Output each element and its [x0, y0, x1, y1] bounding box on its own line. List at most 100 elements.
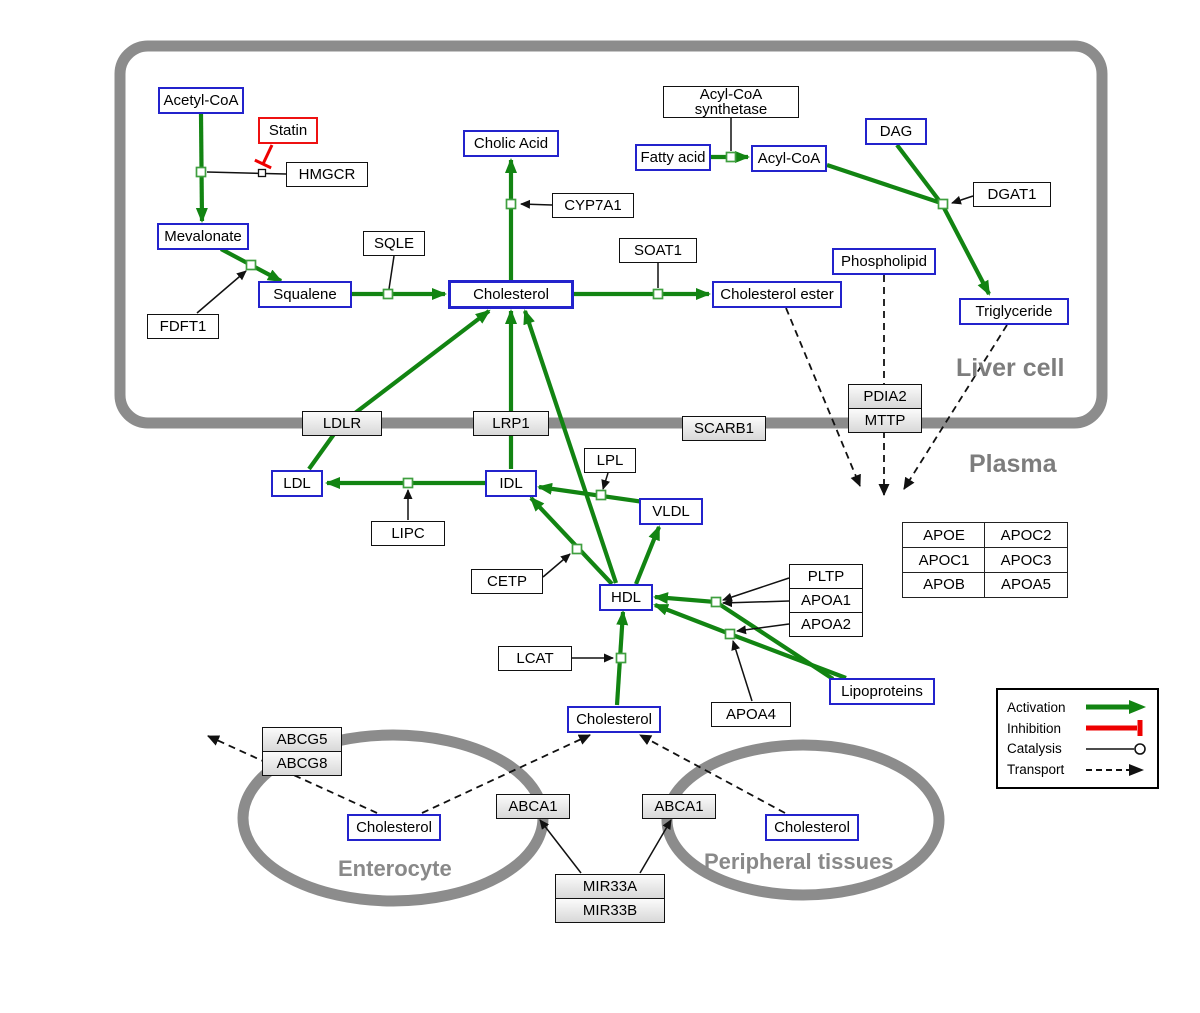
edge-transport-cholesterol-ester-plasma — [785, 307, 861, 487]
node-lrp1[interactable]: LRP1 — [473, 410, 549, 436]
node-cholesterol-liver[interactable]: Cholesterol — [448, 279, 574, 309]
liver-cell-label: Liver cell — [956, 354, 1065, 382]
node-lipoproteins[interactable]: Lipoproteins — [829, 677, 935, 705]
edge-catalysis-sqle-reaction-sqle — [388, 255, 395, 290]
node-cholesterol-ester[interactable]: Cholesterol ester — [712, 280, 842, 308]
node-abcg5[interactable]: ABCG5 — [262, 726, 342, 752]
node-ldl[interactable]: LDL — [271, 469, 323, 497]
legend-item-catalysis: Catalysis — [1007, 739, 1148, 760]
reaction-node — [245, 259, 257, 271]
apo-table-cell-apoe[interactable]: APOE — [902, 522, 986, 549]
edge-transport-cholesterol-enterocyte-cholesterol-plasma — [421, 734, 591, 814]
node-hmgcr[interactable]: HMGCR — [286, 161, 368, 187]
apo-table-cell-apoc3[interactable]: APOC3 — [984, 547, 1068, 574]
edge-activation-acyl-coa-tg-junction — [826, 163, 942, 205]
node-cetp[interactable]: CETP — [471, 568, 543, 594]
edge-catalysis-cetp-reaction-cetp — [542, 553, 571, 578]
edge-transport-cholesterol-enterocyte-lumen — [207, 735, 378, 814]
catalysis-node — [257, 168, 267, 178]
node-hdl[interactable]: HDL — [599, 583, 653, 611]
edge-catalysis-apoa2-reaction-hdl2 — [736, 623, 790, 635]
reaction-node — [615, 652, 627, 664]
edge-catalysis-lpl-reaction-lpl — [601, 472, 610, 490]
node-soat1[interactable]: SOAT1 — [619, 237, 697, 263]
node-apoa2[interactable]: APOA2 — [789, 611, 863, 637]
edge-catalysis-pltp-reaction-hdl1 — [722, 577, 790, 602]
enterocyte-label: Enterocyte — [338, 856, 452, 881]
node-fdft1[interactable]: FDFT1 — [147, 313, 219, 339]
edge-catalysis-hmgcr-reaction-hmgcr — [206, 171, 287, 175]
plasma-label: Plasma — [969, 450, 1057, 478]
edge-catalysis-apoa1-reaction-hdl1 — [722, 598, 790, 608]
node-vldl[interactable]: VLDL — [639, 497, 703, 525]
edge-activation-hdl-idl — [529, 496, 614, 586]
node-mevalonate[interactable]: Mevalonate — [157, 222, 249, 250]
node-abca1-peripheral[interactable]: ABCA1 — [642, 793, 716, 819]
edge-catalysis-cyp7a1-reaction-cyp7a1 — [520, 199, 553, 209]
node-dag[interactable]: DAG — [865, 117, 927, 145]
edge-catalysis-mir33a-abca1-peripheral — [639, 819, 672, 874]
edge-catalysis-dgat1-reaction-dgat1 — [951, 195, 974, 205]
reaction-node — [724, 628, 736, 640]
node-pdia2[interactable]: PDIA2 — [848, 383, 922, 409]
legend-item-inhibition: Inhibition — [1007, 718, 1148, 739]
node-cholesterol-plasma[interactable]: Cholesterol — [567, 705, 661, 733]
node-acetyl-coa[interactable]: Acetyl-CoA — [158, 86, 244, 114]
node-scarb1[interactable]: SCARB1 — [682, 415, 766, 441]
edge-catalysis-apoa4-reaction-hdl2 — [731, 640, 753, 702]
apo-table-cell-apoa5[interactable]: APOA5 — [984, 571, 1068, 598]
legend-item-label: Inhibition — [1007, 720, 1062, 736]
node-apoa4[interactable]: APOA4 — [711, 701, 791, 727]
legend-catalysis-symbol — [1084, 740, 1148, 758]
node-acyl-coa-synthetase[interactable]: Acyl-CoA synthetase — [663, 86, 799, 118]
legend-activation-symbol — [1084, 698, 1148, 716]
node-acyl-coa[interactable]: Acyl-CoA — [751, 144, 827, 172]
legend-item-transport: Transport — [1007, 759, 1148, 780]
reaction-anchors — [195, 151, 949, 664]
edge-catalysis-fdft1-reaction-fdft1 — [196, 270, 247, 314]
node-cholesterol-peripheral[interactable]: Cholesterol — [765, 813, 859, 841]
node-phospholipid[interactable]: Phospholipid — [832, 247, 936, 275]
node-squalene[interactable]: Squalene — [258, 280, 352, 308]
node-mir33b[interactable]: MIR33B — [555, 897, 665, 923]
reaction-node — [571, 543, 583, 555]
node-idl[interactable]: IDL — [485, 469, 537, 497]
node-lipc[interactable]: LIPC — [371, 520, 445, 546]
node-ldlr[interactable]: LDLR — [302, 410, 382, 436]
legend-item-label: Catalysis — [1007, 741, 1062, 757]
node-cholic-acid[interactable]: Cholic Acid — [463, 129, 559, 157]
node-apoa1[interactable]: APOA1 — [789, 587, 863, 613]
apo-table-cell-apoc1[interactable]: APOC1 — [902, 547, 986, 574]
edge-transport-cholesterol-peripheral-cholesterol-plasma — [639, 734, 786, 814]
edge-activation-hdl-cholesterol-liver — [523, 309, 618, 584]
node-mir33a[interactable]: MIR33A — [555, 873, 665, 899]
node-abca1-enterocyte[interactable]: ABCA1 — [496, 793, 570, 819]
node-pltp[interactable]: PLTP — [789, 563, 863, 589]
legend-item-activation: Activation — [1007, 697, 1148, 718]
node-dgat1[interactable]: DGAT1 — [973, 181, 1051, 207]
edge-catalysis-mir33a-abca1-enterocyte — [539, 819, 582, 874]
node-sqle[interactable]: SQLE — [363, 230, 425, 256]
liver-cell-outline — [114, 40, 1108, 429]
edge-activation-hdl-vldl — [634, 525, 661, 585]
node-abcg8[interactable]: ABCG8 — [262, 750, 342, 776]
node-lpl[interactable]: LPL — [584, 447, 636, 473]
node-cholesterol-enterocyte[interactable]: Cholesterol — [347, 813, 441, 841]
apo-table-cell-apob[interactable]: APOB — [902, 571, 986, 598]
node-mttp[interactable]: MTTP — [848, 407, 922, 433]
node-fatty-acid[interactable]: Fatty acid — [635, 143, 711, 171]
reaction-node — [652, 288, 664, 300]
legend-transport-symbol — [1084, 761, 1148, 779]
reaction-node — [725, 151, 737, 163]
node-lcat[interactable]: LCAT — [498, 645, 572, 671]
node-statin[interactable]: Statin — [258, 116, 318, 144]
reaction-node — [402, 477, 414, 489]
reaction-node — [710, 596, 722, 608]
apo-table-cell-apoc2[interactable]: APOC2 — [984, 522, 1068, 549]
node-triglyceride[interactable]: Triglyceride — [959, 297, 1069, 325]
edge-inhibition-statin-reaction-hmgcr — [261, 144, 274, 165]
node-cyp7a1[interactable]: CYP7A1 — [552, 192, 634, 218]
